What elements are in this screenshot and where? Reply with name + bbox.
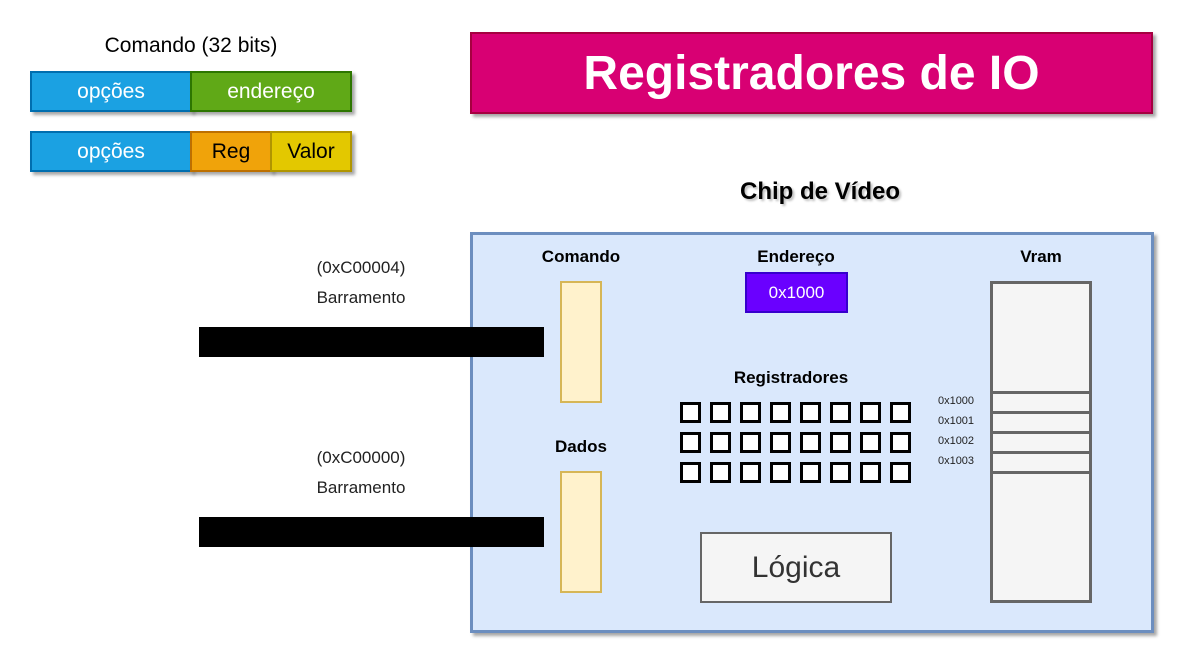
- register-cell: [860, 432, 881, 453]
- register-cell: [890, 432, 911, 453]
- bus-bar-top: [199, 327, 544, 357]
- register-cell: [800, 462, 821, 483]
- vram-address-label: 0x1002: [937, 435, 975, 447]
- vram-address-label: 0x1001: [937, 415, 975, 427]
- command-options-segment: opções: [30, 71, 192, 112]
- data-register-slot: [560, 471, 602, 593]
- command-address-segment: endereço: [190, 71, 352, 112]
- bus-bar-bottom: [199, 517, 544, 547]
- vram-address-label: 0x1003: [937, 455, 975, 467]
- command-register-slot: [560, 281, 602, 403]
- bus-label-top: Barramento: [316, 288, 406, 307]
- register-cell: [770, 462, 791, 483]
- command-options-segment-2: opções: [30, 131, 192, 172]
- register-cell: [860, 462, 881, 483]
- register-cell: [890, 462, 911, 483]
- register-cell: [770, 402, 791, 423]
- title-banner: Registradores de IO: [470, 32, 1153, 114]
- registers-label: Registradores: [733, 368, 849, 387]
- address-register-value: 0x1000: [745, 272, 848, 313]
- command-value-segment: Valor: [270, 131, 352, 172]
- register-cell: [740, 402, 761, 423]
- register-cell: [740, 432, 761, 453]
- register-cell: [680, 432, 701, 453]
- command-register-label: Comando: [541, 247, 621, 266]
- vram-cell-divider: [990, 411, 1092, 414]
- vram-cell-divider: [990, 431, 1092, 434]
- vram-address-label: 0x1000: [937, 395, 975, 407]
- data-register-label: Dados: [555, 437, 607, 456]
- command-reg-segment: Reg: [190, 131, 272, 172]
- register-cell: [740, 462, 761, 483]
- vram-label: Vram: [1020, 247, 1062, 266]
- register-cell: [680, 462, 701, 483]
- vram-block: [990, 281, 1092, 603]
- vram-cell-divider: [990, 451, 1092, 454]
- logic-block: Lógica: [700, 532, 892, 603]
- register-cell: [800, 432, 821, 453]
- register-cell: [830, 432, 851, 453]
- register-cell: [710, 462, 731, 483]
- register-cell: [770, 432, 791, 453]
- bus-address-top: (0xC00004): [316, 258, 406, 277]
- chip-title: Chip de Vídeo: [739, 178, 900, 205]
- register-cell: [800, 402, 821, 423]
- register-cell: [680, 402, 701, 423]
- register-cell: [860, 402, 881, 423]
- register-cell: [710, 432, 731, 453]
- registers-grid: [680, 402, 911, 483]
- command-format-caption: Comando (32 bits): [104, 34, 278, 57]
- bus-label-bottom: Barramento: [316, 478, 406, 497]
- vram-cell-divider: [990, 471, 1092, 474]
- address-register-label: Endereço: [757, 247, 835, 266]
- register-cell: [830, 402, 851, 423]
- bus-address-bottom: (0xC00000): [316, 448, 406, 467]
- register-cell: [710, 402, 731, 423]
- vram-cell-divider: [990, 391, 1092, 394]
- register-cell: [830, 462, 851, 483]
- register-cell: [890, 402, 911, 423]
